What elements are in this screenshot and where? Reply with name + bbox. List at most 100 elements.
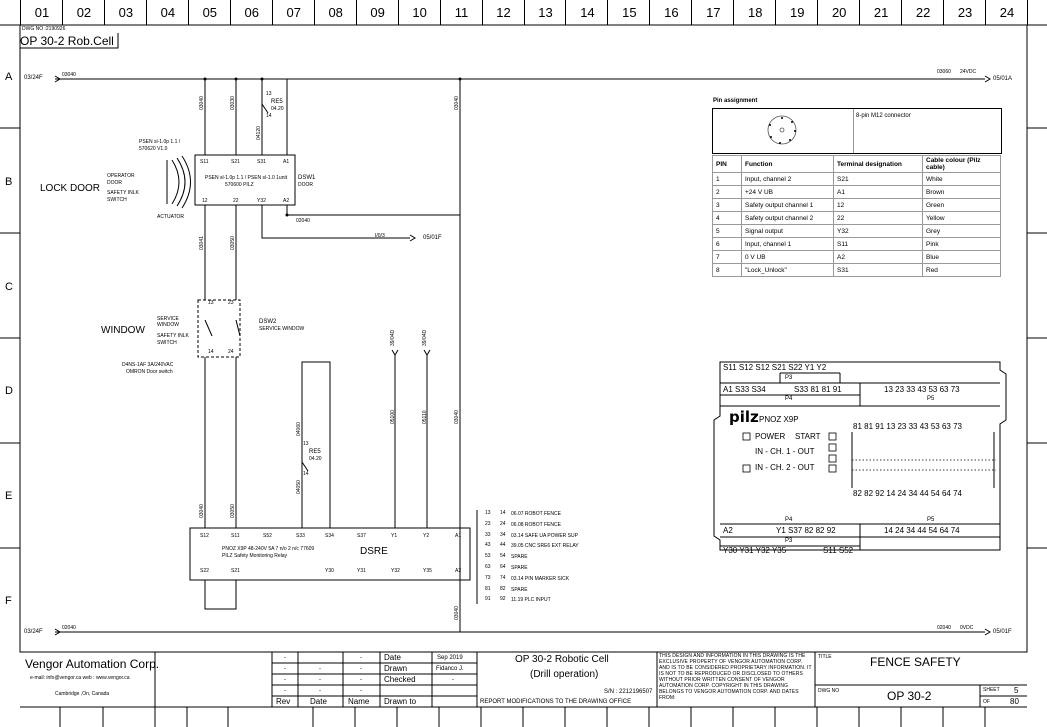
rev-dash: - <box>284 655 286 661</box>
pnoz-row2a: A1 S33 S34 <box>723 385 766 394</box>
rev-dash: - <box>284 677 286 683</box>
pin-table-cell: Y32 <box>833 224 923 238</box>
res2-n14: 14 <box>303 471 309 477</box>
res1-sub: 04.20 <box>271 106 284 112</box>
wire-number: 39/04D <box>422 329 428 346</box>
top-rail-right-ref: 05/01A <box>993 76 1013 82</box>
column-label: 20 <box>817 0 860 25</box>
drawing-title: FENCE SAFETY <box>870 655 961 669</box>
dwg-no-value: OP 30-2 <box>887 689 932 703</box>
dsw2-desc2: WINDOW <box>157 322 179 328</box>
pin-table-cell: Signal output <box>741 224 834 238</box>
connector-label: 8-pin M12 connector <box>856 113 911 119</box>
pnoz-contacts-bot: 82 82 92 14 24 34 44 54 64 74 <box>853 489 962 498</box>
pnoz-bottom-row2a: Y30 Y31 Y32 Y35 <box>723 546 787 555</box>
column-label: 17 <box>691 0 734 25</box>
pin-table-cell: A2 <box>833 250 923 264</box>
pin-table-cell: Brown <box>922 185 1001 199</box>
row-label-a: A <box>5 71 13 83</box>
pnoz-p5: P5 <box>927 396 935 402</box>
sheet-value: 5 <box>1014 686 1019 695</box>
name-header: Name <box>348 697 370 706</box>
pin-table-header: PIN <box>712 155 742 173</box>
bot-rail-left-ref: 03/24F <box>24 629 43 635</box>
wire-number: 04060 <box>296 422 302 436</box>
column-label: 14 <box>565 0 608 25</box>
wire-number: 03040 <box>199 504 205 518</box>
cross-ref: 05/01F <box>423 235 442 241</box>
pin-table-cell: 12 <box>833 198 923 212</box>
pin-table-cell: Input, channel 2 <box>741 172 834 186</box>
pin-table-cell: "Lock_Unlock" <box>741 263 834 277</box>
rev-dash: - <box>284 666 286 672</box>
dsw1-desc4: SWITCH <box>107 197 127 203</box>
pnoz-start-label: START <box>795 432 821 441</box>
column-label: 03 <box>103 0 147 25</box>
name-dash: - <box>360 666 362 672</box>
dsre-term: S22 <box>200 568 209 574</box>
dsre-term: S52 <box>263 533 272 539</box>
contact-terminal-b: 44 <box>500 542 506 549</box>
dsw1-actuator: ACTUATOR <box>157 214 185 220</box>
column-label: 23 <box>943 0 986 25</box>
pin-table-cell: Safety output channel 1 <box>741 198 834 212</box>
project-subtitle: (Drill operation) <box>530 669 599 680</box>
row-label-e: E <box>5 490 13 502</box>
pin-table-cell: 0 V UB <box>741 250 834 264</box>
pin-table-cell: Blue <box>922 250 1001 264</box>
column-label: 04 <box>145 0 189 25</box>
dsw1-desc3: SAFETY INLK <box>107 190 139 196</box>
dsw2-term: 23 <box>228 300 234 306</box>
wire-number: 04050 <box>296 480 302 494</box>
column-label: 08 <box>313 0 357 25</box>
wire-number: 03040 <box>454 606 460 620</box>
dsw1-term: S21 <box>231 159 240 165</box>
dsw1-term: A1 <box>283 159 290 165</box>
dsre-term: Y30 <box>325 568 334 574</box>
pnoz-p3: P3 <box>785 375 793 381</box>
column-label: 24 <box>985 0 1028 25</box>
contact-terminal-a: 43 <box>485 542 491 549</box>
res1-label: RE5 <box>271 99 283 105</box>
contact-label: 06.07 ROBOT FENCE <box>511 511 561 517</box>
column-label: 15 <box>607 0 650 25</box>
pnoz-row2b: S33 81 81 91 <box>794 385 842 394</box>
serial-number: S/N : 2212196507 <box>604 689 653 695</box>
dsw1-term: Y32 <box>257 198 266 204</box>
column-label: 09 <box>355 0 399 25</box>
pin-table-cell: 5 <box>712 224 742 238</box>
contact-terminal-a: 81 <box>485 585 491 592</box>
pin-table-cell: 2 <box>712 185 742 199</box>
title-label: TITLE <box>818 654 832 660</box>
contact-label: SPARE <box>511 554 528 561</box>
dsw1-tag: DSW1 <box>298 175 316 181</box>
pin-table-cell: 6 <box>712 237 742 251</box>
io-ref: I/0/3 <box>375 233 385 239</box>
dsw1-term: 12 <box>202 198 208 204</box>
bot-rail-right-num: 02040 <box>937 625 951 631</box>
company-city: Cambridge ,On, Canada <box>55 691 110 697</box>
pin-table-cell: Safety output channel 2 <box>741 211 834 225</box>
dsre-model: PNOZ X9P 48-240V 5A 7 n/o 2 n/c 77609 <box>222 546 315 552</box>
column-divider <box>1027 0 1047 25</box>
dwg-no-label: DWG NO <box>818 688 840 694</box>
pnoz-in2-label: IN - CH. 2 - OUT <box>755 463 815 472</box>
contact-terminal-a: 23 <box>485 520 491 527</box>
wire-number: 02040 <box>296 218 310 224</box>
res2-label: RE5 <box>309 449 321 455</box>
dsre-term: Y35 <box>423 568 432 574</box>
dsre-term: A1 <box>455 533 462 539</box>
name-dash: - <box>360 688 362 694</box>
drawn-label: Drawn <box>384 664 408 673</box>
contact-label: SPARE <box>511 586 528 593</box>
dsre-term: S21 <box>231 568 240 574</box>
dsw2-desc4: SWITCH <box>157 340 177 346</box>
pin-table-header: Function <box>741 155 834 173</box>
pin-table-cell: A1 <box>833 185 923 199</box>
pin-table-cell: Yellow <box>922 211 1001 225</box>
date-dash: - <box>319 666 321 672</box>
